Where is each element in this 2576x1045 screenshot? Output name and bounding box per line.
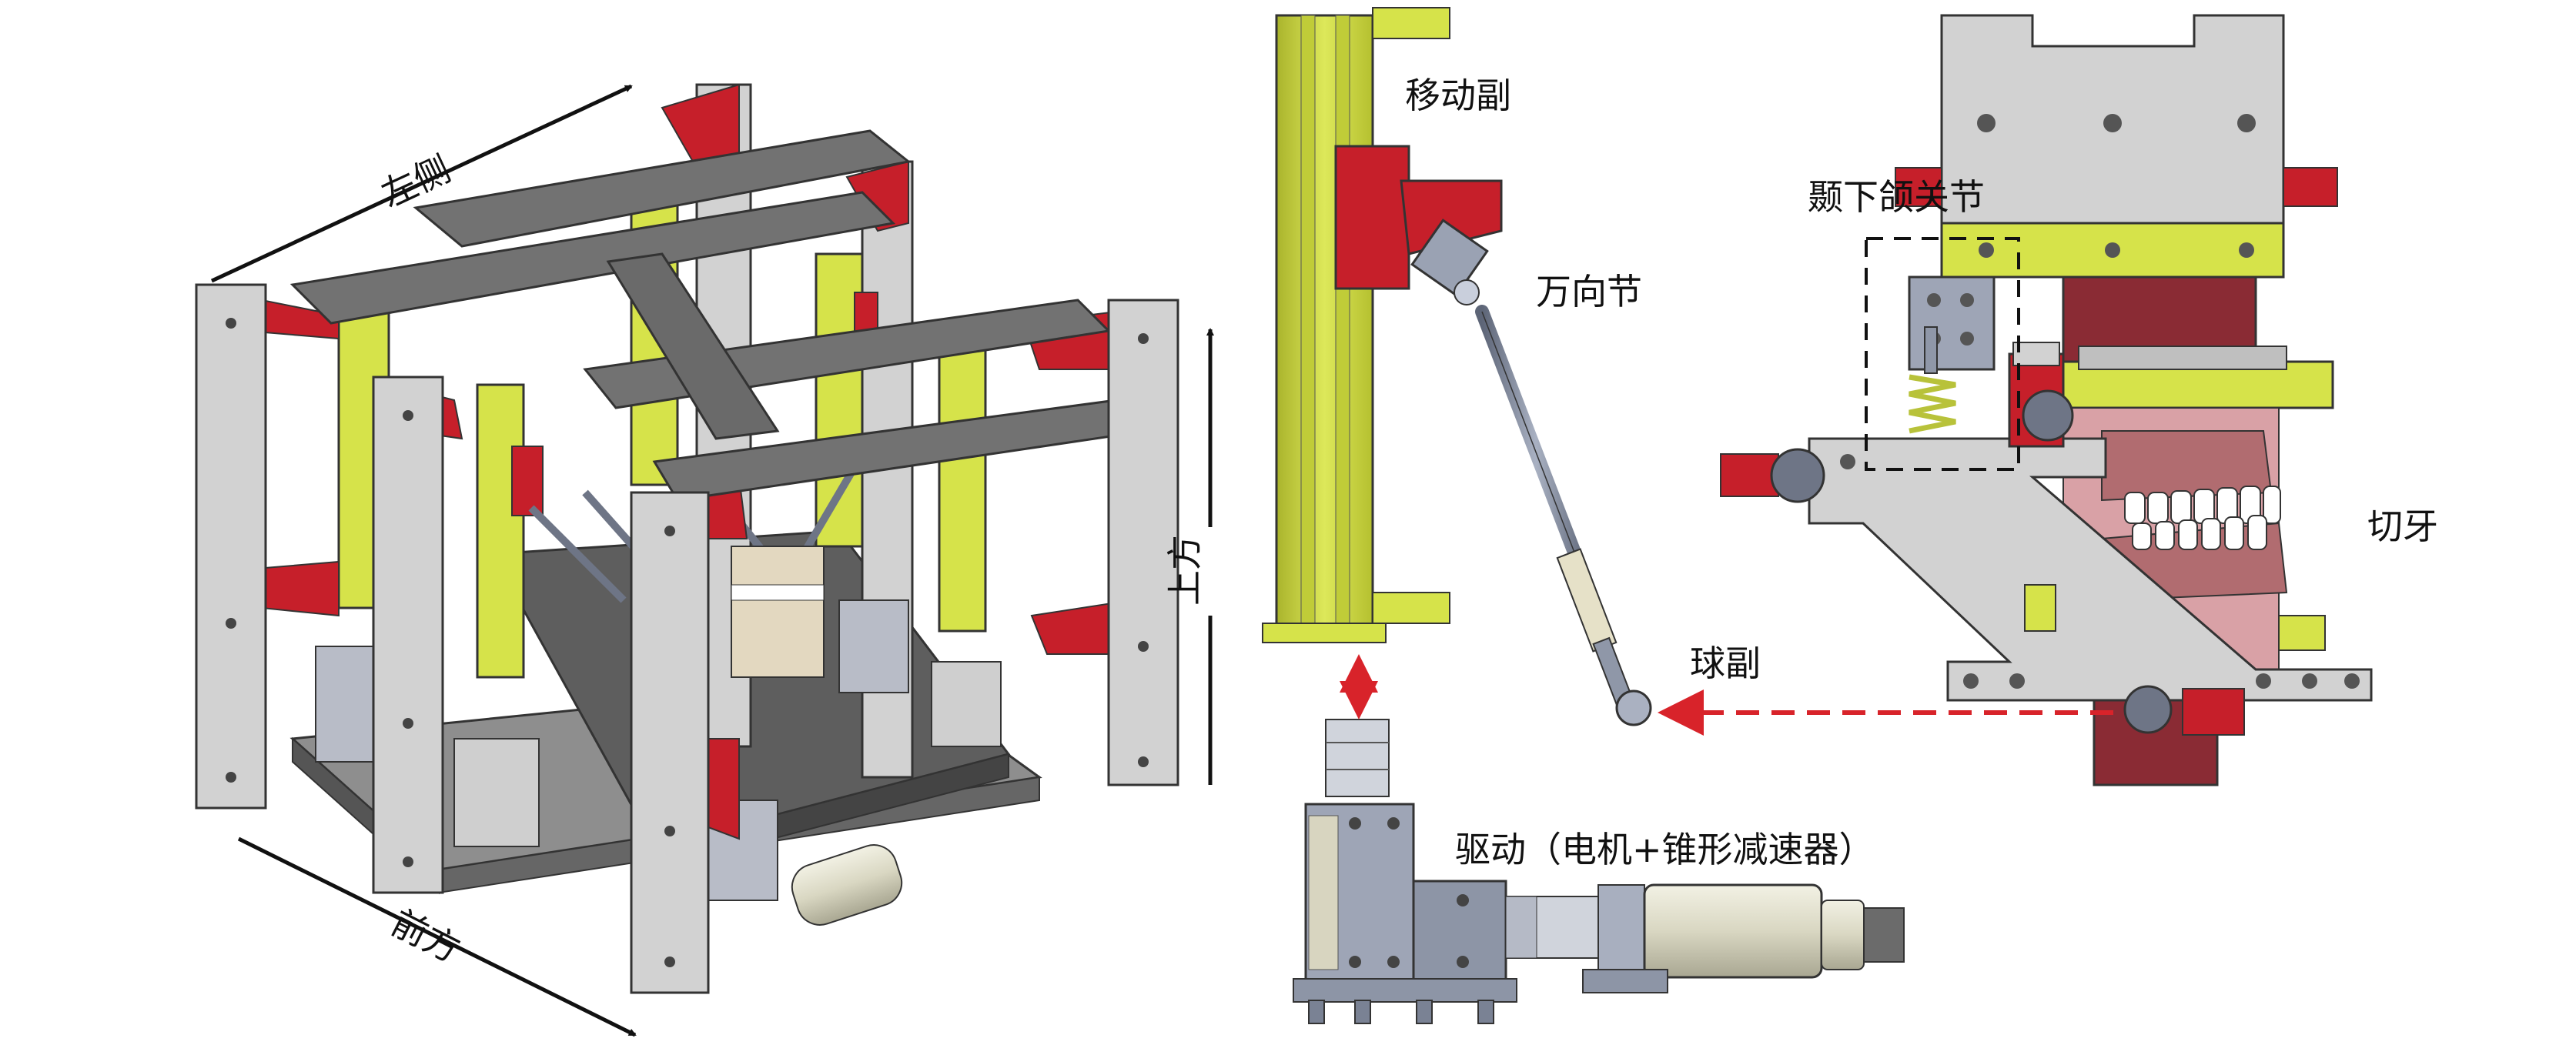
label-ball-pair: 球副 xyxy=(1690,643,1761,684)
robot-assembly xyxy=(195,83,1179,994)
condyle-ball xyxy=(2022,389,2074,442)
teeth-row xyxy=(731,584,825,601)
frame-post-front-left xyxy=(195,283,267,810)
tmj-pin xyxy=(1924,326,1938,374)
rod-outline xyxy=(1481,311,1591,593)
mandible-side-plate xyxy=(1808,437,2373,702)
motor xyxy=(791,844,903,926)
lower-ball xyxy=(2123,685,2173,734)
lime-block xyxy=(2278,615,2326,651)
tmj-spring xyxy=(1909,374,1956,434)
gearbox-panel xyxy=(1308,815,1339,970)
upper-red-tab-left xyxy=(1895,167,1942,207)
drive-coupling-part xyxy=(1505,896,1537,959)
tmj-bracket xyxy=(1908,275,1996,371)
label-prismatic-pair: 移动副 xyxy=(1405,75,1511,116)
slider-column-2 xyxy=(476,383,525,679)
ball-joint xyxy=(1615,689,1652,726)
rail-groove xyxy=(1335,15,1350,632)
tmj-highlight-box xyxy=(1865,237,2020,471)
rail-groove xyxy=(1300,15,1316,632)
condyle-block xyxy=(2012,342,2060,366)
actuator-block xyxy=(931,661,1002,747)
label-up: 上方 xyxy=(1164,535,1206,606)
label-universal-joint: 万向节 xyxy=(1536,271,1642,312)
teeth xyxy=(2124,486,2281,550)
universal-joint-pin xyxy=(1454,279,1480,305)
universal-joint-body xyxy=(1410,219,1489,297)
bolts xyxy=(226,318,1149,967)
frame-post-front-right xyxy=(630,491,710,994)
label-incisor: 切牙 xyxy=(2367,506,2438,547)
top-crossbar xyxy=(413,129,912,248)
upper-mount-bolts xyxy=(1977,114,2256,132)
slider-column-5 xyxy=(938,345,987,633)
upper-red-tab xyxy=(2283,167,2338,207)
lower-red-bracket xyxy=(2182,688,2245,736)
frame-post-right xyxy=(1107,299,1179,786)
motor-flange xyxy=(1597,884,1645,970)
coupling xyxy=(1325,719,1390,797)
rail-cap-bottom xyxy=(1372,592,1450,624)
slide-carriage xyxy=(1334,145,1410,290)
motor-body xyxy=(1643,883,1823,979)
arrow-front xyxy=(237,836,637,1037)
top-crossbar xyxy=(606,252,780,440)
red-bracket xyxy=(661,83,740,162)
actuator-block xyxy=(453,738,540,847)
carriage-arm xyxy=(1400,179,1503,255)
motor-mount xyxy=(1582,969,1668,993)
frame-post-front-mid xyxy=(372,376,444,894)
linear-slide-rail xyxy=(1275,14,1374,633)
gearbox-feet xyxy=(1308,1000,1494,1024)
left-red-tab xyxy=(1720,453,1779,497)
lime-block xyxy=(2024,584,2056,632)
motor-connector xyxy=(1863,907,1905,963)
side-plate-bolts xyxy=(1840,454,2360,689)
jaw-model xyxy=(731,546,825,678)
label-front: 前方 xyxy=(385,902,467,971)
arrow-left-side xyxy=(210,84,633,283)
rail-foot xyxy=(1262,623,1387,643)
gearbox-base xyxy=(1293,978,1517,1003)
rail-cap-top xyxy=(1372,7,1450,39)
label-tmj: 颞下颌关节 xyxy=(1808,176,1985,218)
gray-collar xyxy=(2078,346,2287,370)
rod-sleeve xyxy=(1556,548,1618,653)
actuator-block xyxy=(838,599,909,693)
top-crossbar xyxy=(289,191,896,325)
left-ball xyxy=(1770,448,1825,503)
gearbox-bolts xyxy=(1349,817,1469,968)
jaw-closeup xyxy=(1720,14,2373,786)
motor-end xyxy=(1821,900,1865,970)
link-rod xyxy=(528,505,627,603)
label-drive: 驱动（电机+锥形减速器） xyxy=(1455,829,1875,870)
single-chain xyxy=(1262,7,1905,1024)
slider-carriage xyxy=(511,446,544,516)
lime-plate-bolts xyxy=(1979,242,2254,258)
